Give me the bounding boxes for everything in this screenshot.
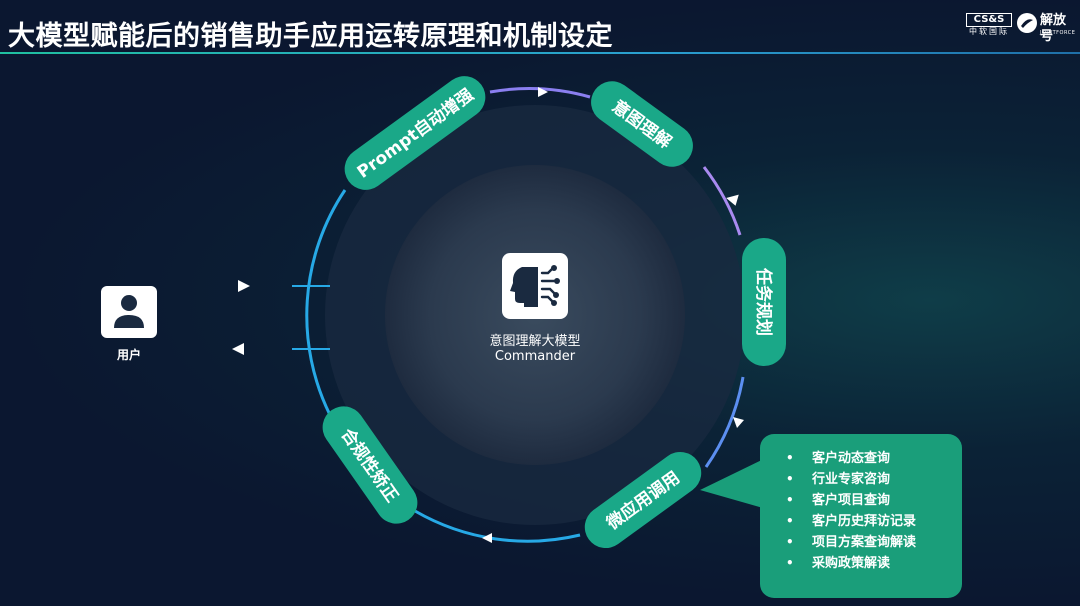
user-icon bbox=[101, 286, 157, 338]
micro-app-item: 项目方案查询解读 bbox=[786, 532, 962, 553]
page-title: 大模型赋能后的销售助手应用运转原理和机制设定 bbox=[8, 21, 613, 52]
micro-app-item: 客户项目查询 bbox=[786, 490, 962, 511]
ring-arc-upper-right bbox=[702, 166, 742, 236]
micro-app-item: 客户历史拜访记录 bbox=[786, 511, 962, 532]
jointforce-logo-text: 解放号 bbox=[1040, 13, 1067, 44]
ai-head-circuit-icon bbox=[502, 253, 568, 319]
ring-arc-left bbox=[305, 189, 347, 416]
ring-arrow-bottom bbox=[482, 533, 492, 543]
micro-app-item: 客户动态查询 bbox=[786, 448, 962, 469]
ring-arc-lower-right bbox=[704, 376, 745, 468]
micro-app-item: 行业专家咨询 bbox=[786, 469, 962, 490]
css-logo: CS&S 中软国际 bbox=[966, 13, 1012, 39]
step-pill-planning-label: 任务规划 bbox=[753, 267, 774, 336]
jointforce-logo-subtext: JOINTFORCE bbox=[1040, 30, 1076, 36]
ring-arc-bottom bbox=[414, 509, 581, 543]
ring-arrow-right-lower bbox=[733, 417, 744, 428]
ring-arrow-top bbox=[538, 87, 548, 97]
step-pill-planning: 任务规划 bbox=[742, 238, 786, 366]
title-underline bbox=[0, 52, 1080, 54]
arrow-to-user bbox=[232, 343, 244, 355]
ring-arrow-right-upper bbox=[726, 194, 739, 206]
micro-app-panel: 客户动态查询 行业专家咨询 客户项目查询 客户历史拜访记录 项目方案查询解读 采… bbox=[760, 434, 962, 598]
callout-pointer bbox=[700, 456, 770, 510]
css-logo-subtext: 中软国际 bbox=[969, 27, 1009, 36]
jointforce-mark-icon bbox=[1017, 13, 1037, 33]
css-logo-text: CS&S bbox=[966, 13, 1012, 27]
user-label: 用户 bbox=[116, 348, 141, 362]
center-model-subtitle: Commander bbox=[494, 349, 576, 364]
center-model-title: 意图理解大模型 bbox=[489, 334, 581, 349]
micro-app-list: 客户动态查询 行业专家咨询 客户项目查询 客户历史拜访记录 项目方案查询解读 采… bbox=[760, 434, 962, 574]
arrow-into-ring bbox=[238, 280, 250, 292]
micro-app-item: 采购政策解读 bbox=[786, 553, 962, 574]
jointforce-logo: 解放号 JOINTFORCE bbox=[1017, 11, 1077, 44]
